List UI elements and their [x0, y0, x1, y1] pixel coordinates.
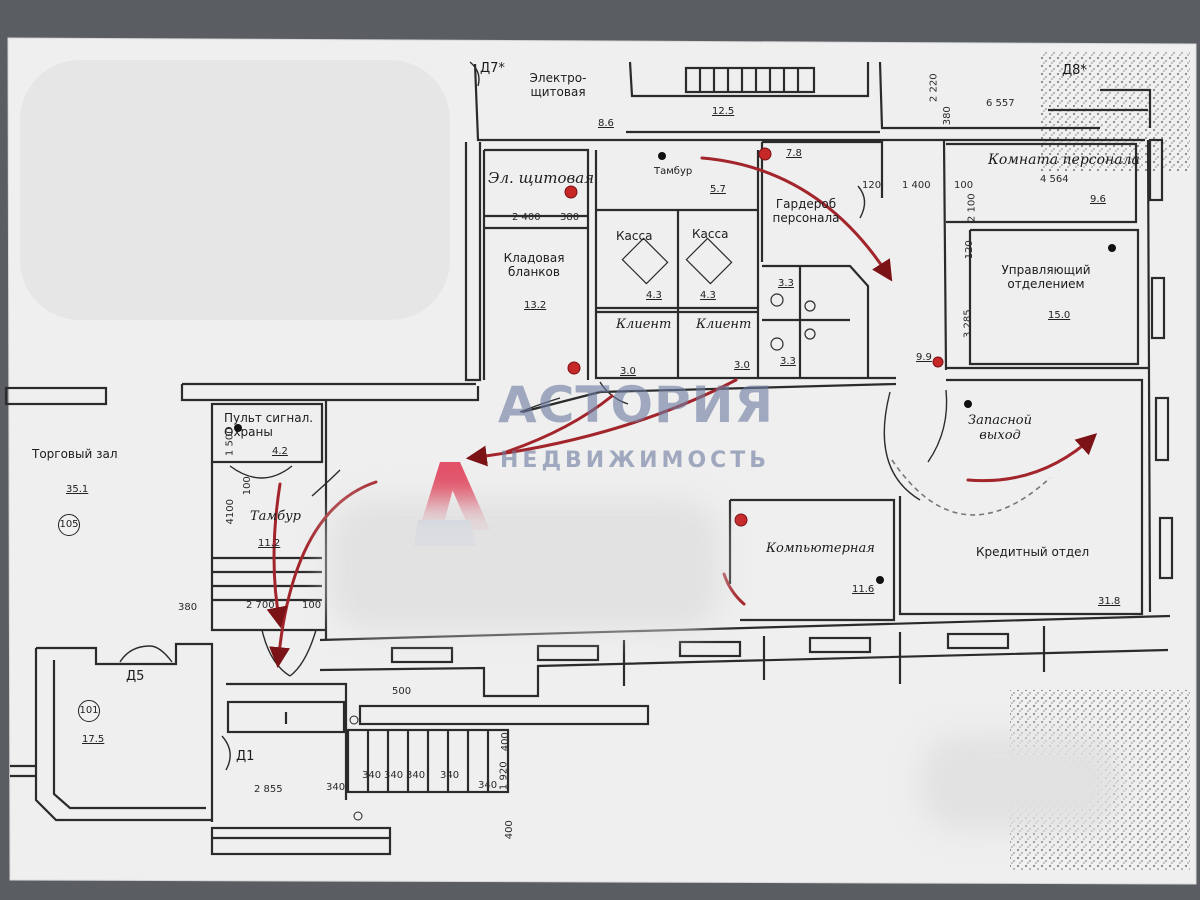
blur-patch-bottom-right — [920, 735, 1120, 830]
dim-2220: 2 220 — [928, 73, 940, 103]
safe-icons — [621, 237, 816, 351]
wc1-area: 3.3 — [778, 278, 794, 289]
door-d7: Д7* — [480, 61, 505, 76]
room-tambur-left-label: Тамбур — [250, 509, 301, 524]
room-tambur-top-label: Тамбур — [654, 166, 693, 177]
dim-1500: 1 500 — [224, 427, 236, 457]
room-klient1-area: 3.0 — [620, 366, 636, 377]
lamp-dots — [234, 152, 1116, 584]
dim-4564: 4 564 — [1040, 174, 1069, 185]
room-komnata-area: 9.6 — [1090, 194, 1106, 205]
room-kassa2-area: 4.3 — [700, 290, 716, 301]
smudge-top-left — [20, 60, 450, 320]
watermark-title: АСТОРИЯ — [498, 376, 774, 434]
dim-1400: 1 400 — [902, 180, 931, 191]
dim-380-top: 380 — [941, 106, 953, 126]
dim-340-b: 340 — [362, 770, 382, 781]
room-pult-label: Пульт сигнал. Охраны — [224, 411, 314, 439]
room-tambur-top-area: 5.7 — [710, 184, 726, 195]
room-pult-area: 4.2 — [272, 446, 288, 457]
room-tambur-left-area: 11.2 — [258, 538, 281, 549]
dim-340-e: 340 — [440, 770, 460, 781]
dim-100-c: 100 — [302, 600, 322, 611]
room-komp-area: 11.6 — [852, 584, 875, 595]
stair-top-area: 12.5 — [712, 106, 735, 117]
room-klient2-label: Клиент — [696, 317, 752, 332]
dim-2100: 2 100 — [966, 193, 978, 223]
red-markers — [564, 147, 944, 527]
dim-2855: 2 855 — [254, 784, 283, 795]
dim-500: 500 — [392, 686, 412, 697]
door-d5: Д5 — [126, 669, 145, 684]
dim-1920: 1 920 — [498, 761, 510, 791]
room-kassa2-label: Касса — [692, 227, 729, 241]
dim-2400: 2 400 — [512, 212, 541, 223]
dim-380-mid: 380 — [560, 212, 580, 223]
room-garderob-area: 7.8 — [786, 148, 802, 159]
dim-4100: 4100 — [224, 499, 236, 525]
door-d8: Д8* — [1062, 63, 1087, 78]
dim-400-b: 400 — [503, 820, 515, 840]
wc2-area: 3.3 — [780, 356, 796, 367]
dashed-route — [891, 459, 1051, 516]
room-101-area: 17.5 — [82, 734, 105, 745]
door-swings — [119, 61, 948, 771]
watermark-subtitle: НЕДВИЖИМОСТЬ — [500, 448, 771, 473]
room-kladovaya-label: Кладовая бланков — [503, 251, 565, 279]
room-number-101: 101 — [78, 700, 100, 722]
door-d1: Д1 — [236, 749, 255, 764]
walls — [4, 61, 1174, 856]
corner-area: 9.9 — [916, 352, 932, 363]
room-upravl-area: 15.0 — [1048, 310, 1071, 321]
blur-patch-hall — [330, 500, 720, 630]
scan-noise-top-right — [1040, 52, 1190, 172]
dim-6557: 6 557 — [986, 98, 1015, 109]
room-torgovy-label: Торговый зал — [32, 447, 118, 461]
room-garderob-label: Гардероб персонала — [772, 197, 840, 225]
room-klient2-area: 3.0 — [734, 360, 750, 371]
room-number-105: 105 — [58, 514, 80, 536]
dim-340-f: 340 — [478, 780, 498, 791]
dim-340-c: 340 — [384, 770, 404, 781]
dim-3285: 3 285 — [962, 309, 974, 339]
room-kladovaya-area: 13.2 — [524, 300, 547, 311]
room-electro-area: 8.6 — [598, 118, 614, 129]
room-zapasnoy-label: Запасной выход — [967, 413, 1033, 443]
room-kassa1-area: 4.3 — [646, 290, 662, 301]
room-komp-label: Компьютерная — [766, 541, 875, 556]
dim-120-b: 120 — [963, 240, 975, 260]
room-torgovy-area: 35.1 — [66, 484, 89, 495]
dim-100-b: 100 — [241, 476, 253, 496]
room-el-shchitovaya-label: Эл. щитовая — [488, 169, 595, 187]
room-upravl-label: Управляющий отделением — [1001, 263, 1091, 291]
room-komnata-label: Комната персонала — [988, 152, 1140, 168]
dim-400-a: 400 — [499, 732, 511, 752]
dim-340-d: 340 — [406, 770, 426, 781]
dim-340-a: 340 — [326, 782, 346, 793]
watermark: АСТОРИЯ НЕДВИЖИМОСТЬ — [412, 372, 832, 552]
dim-120-a: 120 — [862, 180, 882, 191]
dim-2700: 2 700 — [246, 600, 275, 611]
dim-100-a: 100 — [954, 180, 974, 191]
dim-380-left: 380 — [178, 602, 198, 613]
room-electro-label: Электро- щитовая — [529, 71, 587, 99]
room-klient1-label: Клиент — [616, 317, 672, 332]
room-kassa1-label: Касса — [616, 229, 653, 243]
room-kredit-label: Кредитный отдел — [976, 545, 1090, 559]
room-kredit-area: 31.8 — [1098, 596, 1121, 607]
fixture-marks — [349, 715, 363, 821]
evacuation-arrows — [266, 156, 1098, 669]
